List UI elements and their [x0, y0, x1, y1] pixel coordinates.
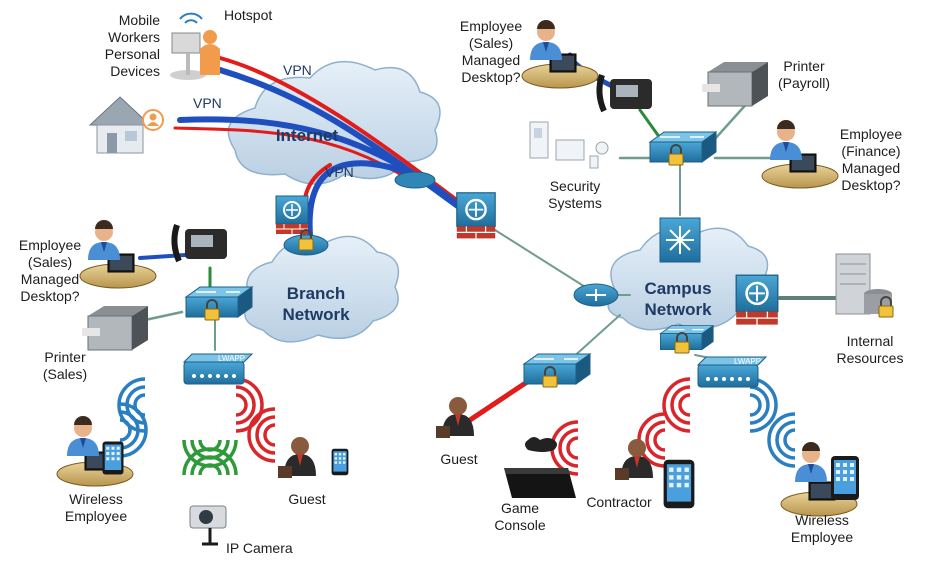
contractor-icon	[615, 439, 695, 509]
internet-cloud-label: Internet	[275, 126, 339, 145]
contractor-label: Contractor	[586, 494, 652, 510]
wireless-employee-branch-icon	[56, 416, 134, 487]
game-console-icon	[504, 437, 576, 498]
network-links	[138, 52, 837, 423]
vpn-label-branch: VPN	[325, 164, 354, 180]
employee-sales-top-label: Employee (Sales) Managed Desktop?	[459, 18, 523, 85]
mobile-workers-label: Mobile Workers Personal Devices	[104, 12, 160, 79]
branch-firewall-icon	[275, 195, 309, 235]
campus-access-switch-bottom-icon	[659, 325, 714, 354]
employee-finance-label: Employee (Finance) Managed Desktop?	[839, 126, 903, 193]
branch-ap-label: LWAPP	[218, 354, 245, 363]
vpn-label-home: VPN	[193, 95, 222, 111]
campus-router-icon	[573, 283, 619, 307]
wireless-employee-campus-icon	[780, 442, 859, 517]
campus-network-cloud-label: Campus Network	[644, 279, 712, 319]
employee-sales-branch-label: Employee (Sales) Managed Desktop?	[18, 237, 82, 304]
internal-resources-server-icon	[835, 253, 894, 318]
printer-sales-icon	[82, 306, 148, 351]
guest-campus-icon	[436, 397, 474, 438]
internet-router-icon	[394, 171, 436, 189]
campus-guest-switch-icon	[523, 353, 591, 388]
security-systems-icon	[529, 121, 609, 169]
guest-campus-label: Guest	[440, 451, 478, 467]
branch-ip-phone-icon	[171, 224, 227, 263]
branch-vpn-router-icon	[283, 229, 329, 256]
printer-sales-label: Printer (Sales)	[42, 349, 88, 382]
ip-camera-icon	[189, 505, 227, 546]
vpn-label-hotspot: VPN	[283, 62, 312, 78]
guest-branch-icon	[278, 437, 349, 478]
ip-camera-label: IP Camera	[226, 540, 293, 556]
branch-network-cloud-label: Branch Network	[282, 284, 350, 324]
hq-firewall-icon	[455, 191, 497, 240]
campus-access-point-icon: LWAPP	[697, 356, 767, 388]
wireless-employee-branch-label: Wireless Employee	[64, 491, 128, 524]
security-systems-label: Security Systems	[548, 178, 602, 211]
branch-access-point-icon: LWAPP	[183, 353, 253, 385]
internal-resources-label: Internal Resources	[836, 333, 904, 366]
campus-firewall-icon	[734, 273, 780, 326]
home-icon	[88, 96, 164, 154]
hotspot-user-icon	[170, 12, 220, 80]
guest-branch-label: Guest	[288, 491, 326, 507]
campus-ip-phone-icon	[596, 74, 652, 113]
campus-core-switch-icon	[659, 217, 701, 263]
game-console-label: Game Console	[494, 500, 546, 533]
printer-payroll-label: Printer (Payroll)	[777, 58, 831, 91]
hotspot-label: Hotspot	[224, 7, 273, 23]
campus-access-switch-top-icon	[649, 131, 717, 166]
branch-access-switch-icon	[185, 286, 253, 321]
wireless-employee-campus-label: Wireless Employee	[790, 512, 854, 545]
employee-finance-icon	[761, 120, 839, 189]
campus-ap-label: LWAPP	[734, 357, 761, 366]
printer-payroll-icon	[702, 62, 768, 107]
